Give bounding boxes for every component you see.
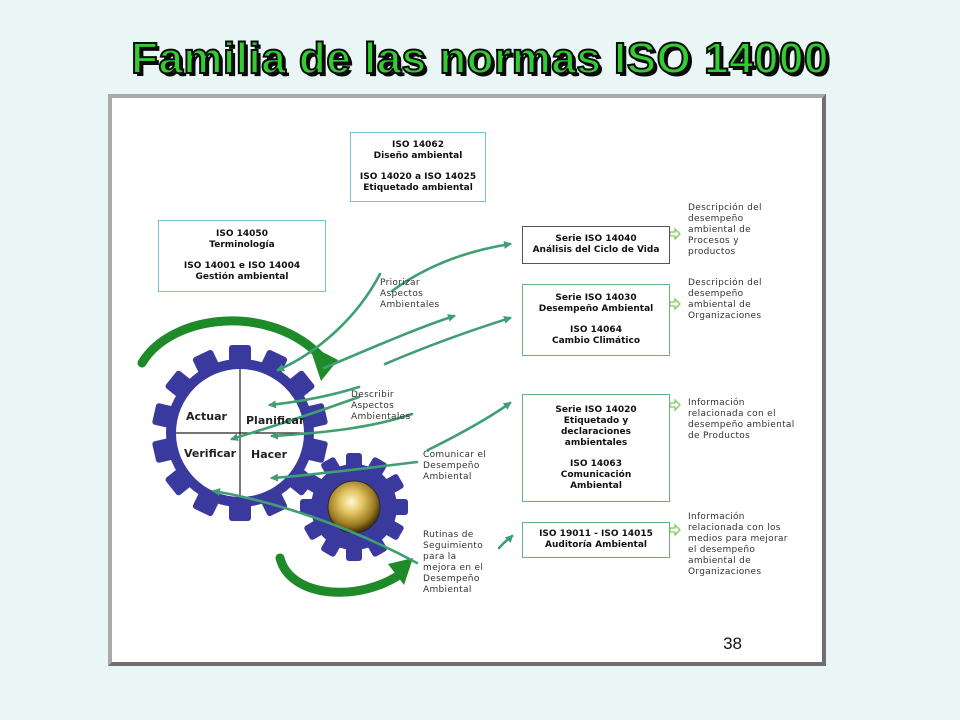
label-line: Aspectos bbox=[380, 289, 424, 299]
text-line: ISO 14064 bbox=[570, 325, 622, 335]
label-line: Aspectos bbox=[351, 401, 395, 411]
label-line: Priorizar bbox=[380, 278, 420, 288]
text-line: Serie ISO 14040 bbox=[555, 234, 637, 244]
description-line: Descripción del bbox=[688, 278, 762, 288]
label-line: Seguimiento bbox=[423, 541, 484, 551]
text-line: Análisis del Ciclo de Vida bbox=[532, 245, 660, 255]
connector-arrows bbox=[212, 240, 514, 565]
box-pointer-arrows bbox=[669, 227, 681, 537]
label-line: Ambiental bbox=[423, 585, 472, 595]
label-line: para la bbox=[423, 552, 457, 562]
text-line: declaraciones bbox=[560, 426, 632, 437]
text-line: Diseño ambiental bbox=[373, 151, 463, 161]
text-line: ISO 14063 bbox=[570, 458, 622, 469]
text-line: Gestión ambiental bbox=[195, 272, 289, 282]
description-line: Información bbox=[688, 398, 745, 408]
label-line: Ambientales bbox=[351, 412, 411, 422]
gear-label-planificar: Planificar bbox=[246, 414, 305, 427]
description-line: relacionada con los bbox=[688, 523, 781, 533]
text-line: Desempeño Ambiental bbox=[538, 304, 654, 314]
page-number: 38 bbox=[723, 634, 742, 653]
slide-title: Familia de las normas ISO 14000 bbox=[130, 33, 829, 84]
text-line: ISO 14050 bbox=[216, 229, 268, 239]
label-line: Ambientales bbox=[380, 300, 440, 310]
description-line: medios para mejorar bbox=[688, 534, 788, 544]
description-line: desempeño bbox=[688, 214, 744, 224]
description-line: Descripción del bbox=[688, 203, 762, 213]
description-line: desempeño ambiental bbox=[688, 420, 795, 430]
description-line: relacionada con el bbox=[688, 409, 776, 419]
label-line: Describir bbox=[351, 390, 394, 400]
gear-label-verificar: Verificar bbox=[184, 447, 237, 460]
description-line: Organizaciones bbox=[688, 311, 762, 321]
text-line: ISO 14062 bbox=[392, 140, 444, 150]
text-line: Serie ISO 14020 bbox=[555, 404, 637, 415]
text-line: ISO 14001 e ISO 14004 bbox=[183, 261, 301, 271]
text-line: Terminología bbox=[209, 240, 275, 250]
label-line: Desempeño bbox=[423, 574, 480, 584]
label-line: Desempeño bbox=[423, 461, 480, 471]
description-line: de Productos bbox=[688, 431, 751, 441]
small-gear bbox=[300, 453, 408, 561]
description-line: Información bbox=[688, 512, 745, 522]
text-line: ambientales bbox=[564, 437, 628, 448]
description-line: Procesos y bbox=[688, 236, 739, 246]
pdca-gear bbox=[152, 345, 328, 521]
description-line: ambiental de bbox=[688, 225, 751, 235]
diagram-canvas bbox=[137, 227, 681, 597]
text-line: ISO 19011 - ISO 14015 bbox=[539, 529, 653, 539]
description-line: Organizaciones bbox=[688, 567, 762, 577]
label-line: Ambiental bbox=[423, 472, 472, 482]
text-line: Etiquetado ambiental bbox=[363, 183, 473, 193]
cycle-arrowhead-bottom bbox=[388, 558, 413, 585]
text-line: Auditoría Ambiental bbox=[545, 540, 647, 550]
label-line: Comunicar el bbox=[423, 450, 487, 460]
label-line: mejora en el bbox=[423, 563, 484, 573]
text-line: Ambiental bbox=[570, 480, 622, 491]
text-line: Cambio Climático bbox=[551, 336, 641, 346]
description-line: productos bbox=[688, 247, 736, 257]
description-line: desempeño bbox=[688, 289, 744, 299]
text-line: Etiquetado y bbox=[563, 415, 629, 426]
label-line: Rutinas de bbox=[423, 530, 474, 540]
text-line: Serie ISO 14030 bbox=[555, 293, 637, 303]
gear-label-hacer: Hacer bbox=[251, 448, 288, 461]
cycle-arrowhead-top bbox=[309, 345, 338, 381]
description-line: ambiental de bbox=[688, 556, 751, 566]
cycle-arrow-bottom bbox=[275, 553, 407, 597]
description-line: ambiental de bbox=[688, 300, 751, 310]
text-line: ISO 14020 a ISO 14025 bbox=[359, 172, 477, 182]
cycle-arrow-top bbox=[137, 316, 327, 368]
description-line: el desempeño bbox=[688, 545, 756, 555]
gear-label-actuar: Actuar bbox=[186, 410, 227, 423]
text-line: Comunicación bbox=[560, 469, 632, 480]
